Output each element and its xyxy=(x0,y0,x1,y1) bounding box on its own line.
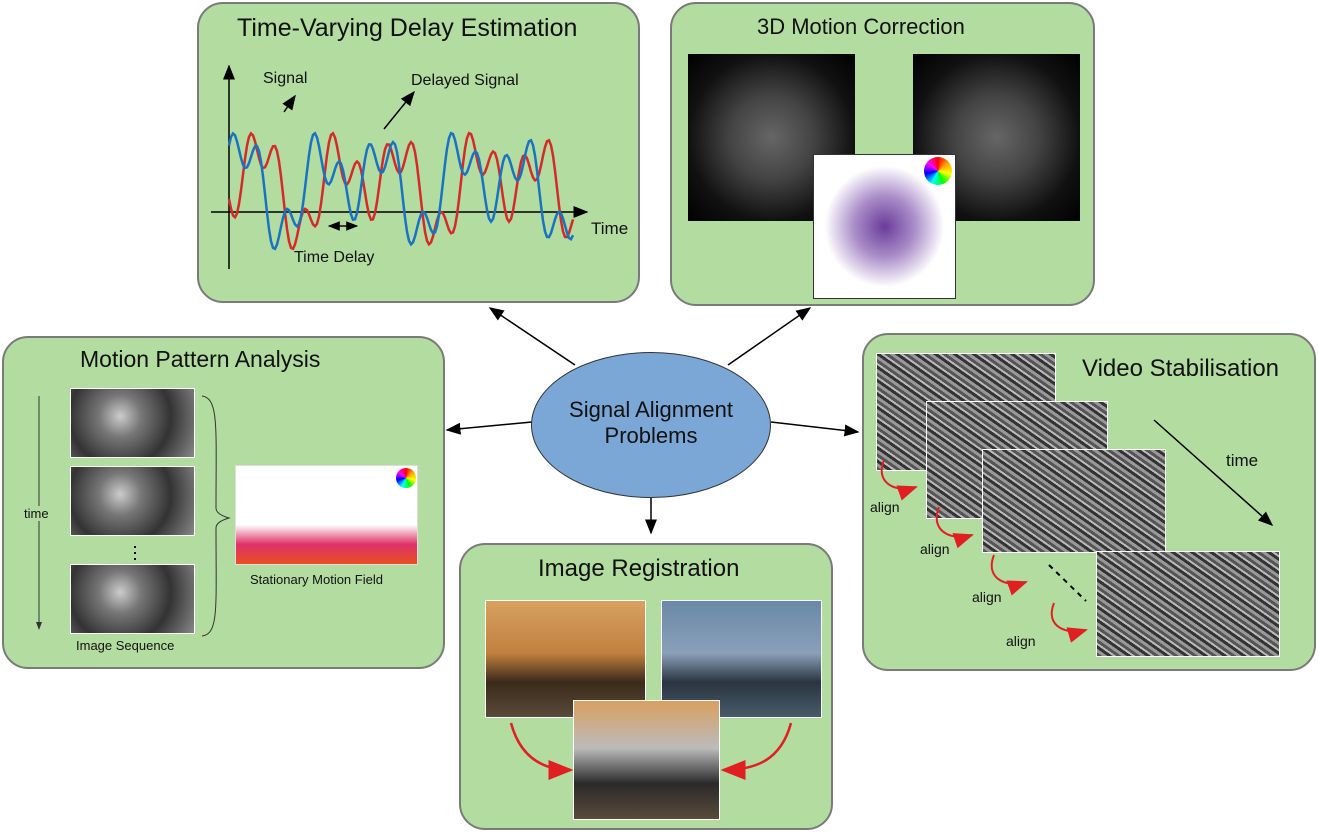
panel-motion-pattern-analysis: Motion Pattern Analysis time Image Seque… xyxy=(2,336,445,669)
align-label-4: align xyxy=(1006,633,1036,649)
video-frame-4 xyxy=(1096,551,1280,657)
align-label-2: align xyxy=(920,541,950,557)
signal-plot xyxy=(211,64,589,269)
color-wheel-icon xyxy=(396,468,416,488)
panel-title: Time-Varying Delay Estimation xyxy=(237,14,578,42)
image-sequence-label: Image Sequence xyxy=(76,638,175,653)
arrow-to-video xyxy=(770,421,860,437)
video-arrows xyxy=(880,419,1274,643)
center-line-2: Problems xyxy=(604,423,698,448)
delayed-pointer xyxy=(383,90,415,130)
arrow-to-delay xyxy=(488,307,576,366)
registration-arrows xyxy=(509,722,793,780)
center-node: Signal Alignment Problems xyxy=(531,352,771,498)
registration-image-orange xyxy=(485,600,646,718)
delayed-signal-label: Delayed Signal xyxy=(411,72,519,89)
panel-video-stabilisation: Video Stabilisation time align align ali… xyxy=(862,333,1316,671)
signal-line xyxy=(227,131,575,251)
panel-3d-motion-correction: 3D Motion Correction xyxy=(670,2,1095,306)
arrow-to-mri xyxy=(727,307,812,366)
center-line-1: Signal Alignment xyxy=(569,397,733,422)
time-label: time xyxy=(24,506,49,521)
panel-delay-estimation: Time-Varying Delay Estimation Signal Del… xyxy=(197,2,640,303)
align-label-1: align xyxy=(870,499,900,515)
motion-field-label: Stationary Motion Field xyxy=(250,572,383,587)
sequence-frame-1 xyxy=(70,388,195,458)
time-axis-label: Time xyxy=(591,219,629,238)
stationary-motion-field-image xyxy=(235,465,418,565)
panel-image-registration: Image Registration xyxy=(459,543,833,830)
signal-pointer xyxy=(282,94,296,113)
color-wheel-icon xyxy=(924,157,952,185)
panel-title: Image Registration xyxy=(538,555,740,582)
time-delay-label: Time Delay xyxy=(294,249,375,266)
video-frame-3 xyxy=(982,449,1166,553)
arrow-to-motion xyxy=(445,421,533,435)
panel-title: Video Stabilisation xyxy=(1082,355,1280,382)
signal-label: Signal xyxy=(263,70,308,87)
registration-image-result xyxy=(573,700,720,820)
time-label: time xyxy=(1226,451,1259,470)
align-label-3: align xyxy=(972,589,1002,605)
panel-title: Motion Pattern Analysis xyxy=(80,346,321,372)
registration-image-blue xyxy=(661,600,822,718)
sequence-frame-2 xyxy=(70,466,195,536)
sequence-frame-n xyxy=(70,564,195,634)
panel-title: 3D Motion Correction xyxy=(757,14,965,39)
